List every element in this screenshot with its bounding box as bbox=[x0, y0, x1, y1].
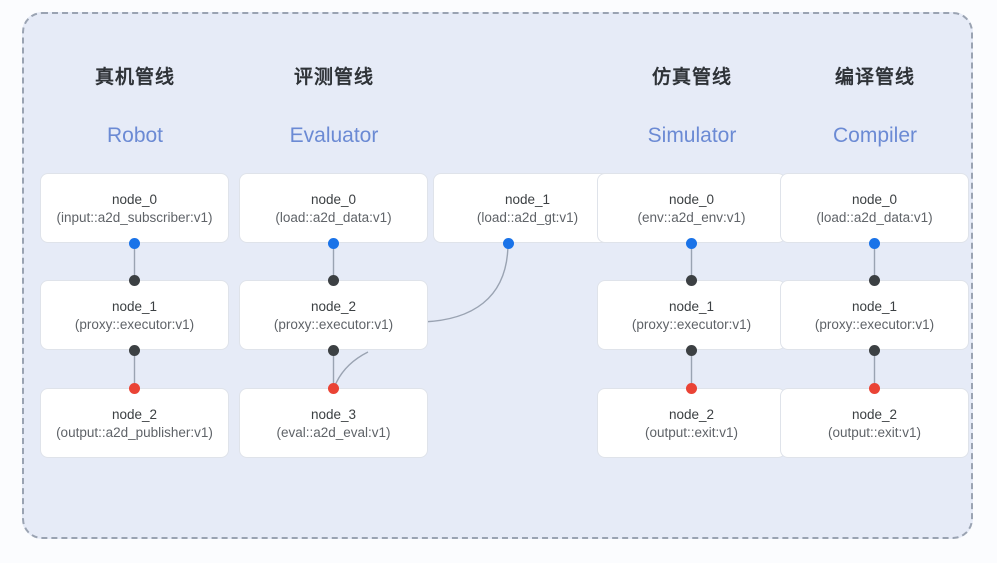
node-name: node_0 bbox=[851, 191, 898, 207]
node-name: node_1 bbox=[851, 298, 898, 314]
node-name: node_2 bbox=[310, 298, 357, 314]
port-dot-output-black bbox=[869, 344, 880, 356]
port-dot-output-blue bbox=[869, 237, 880, 249]
port-dot-input-black bbox=[129, 274, 140, 286]
node-robot-0[interactable]: node_0 (input::a2d_subscriber:v1) bbox=[40, 173, 229, 243]
node-name: node_1 bbox=[111, 298, 158, 314]
port-dot-output-black bbox=[686, 344, 697, 356]
node-evaluator-3[interactable]: node_3 (eval::a2d_eval:v1) bbox=[239, 388, 428, 458]
node-name: node_3 bbox=[310, 406, 357, 422]
port-dot-input-red bbox=[129, 382, 140, 394]
node-robot-1[interactable]: node_1 (proxy::executor:v1) bbox=[40, 280, 229, 350]
port-dot-output-blue bbox=[129, 237, 140, 249]
port-dot-input-red bbox=[869, 382, 880, 394]
column-title-cn-simulator: 仿真管线 bbox=[651, 67, 732, 88]
port-dot-output-blue bbox=[686, 237, 697, 249]
port-dot-output-black bbox=[328, 344, 339, 356]
node-evaluator-gt[interactable]: node_1 (load::a2d_gt:v1) bbox=[433, 173, 622, 243]
column-title-en-compiler: Compiler bbox=[832, 124, 918, 147]
node-name: node_2 bbox=[111, 406, 158, 422]
node-compiler-0[interactable]: node_0 (load::a2d_data:v1) bbox=[780, 173, 969, 243]
node-spec: (output::exit:v1) bbox=[827, 424, 922, 440]
port-dot-input-black bbox=[686, 274, 697, 286]
node-simulator-0[interactable]: node_0 (env::a2d_env:v1) bbox=[597, 173, 786, 243]
column-title-en-robot: Robot bbox=[106, 124, 164, 147]
pipeline-panel bbox=[22, 12, 973, 539]
node-evaluator-0[interactable]: node_0 (load::a2d_data:v1) bbox=[239, 173, 428, 243]
node-spec: (load::a2d_data:v1) bbox=[816, 209, 933, 225]
node-spec: (proxy::executor:v1) bbox=[74, 316, 195, 332]
node-spec: (output::a2d_publisher:v1) bbox=[56, 424, 213, 440]
node-spec: (load::a2d_data:v1) bbox=[275, 209, 392, 225]
node-spec: (eval::a2d_eval:v1) bbox=[276, 424, 391, 440]
node-evaluator-2[interactable]: node_2 (proxy::executor:v1) bbox=[239, 280, 428, 350]
node-name: node_1 bbox=[504, 191, 551, 207]
column-title-en-simulator: Simulator bbox=[647, 124, 737, 147]
node-spec: (proxy::executor:v1) bbox=[273, 316, 394, 332]
node-name: node_2 bbox=[668, 406, 715, 422]
port-dot-input-black bbox=[328, 274, 339, 286]
node-spec: (env::a2d_env:v1) bbox=[637, 209, 746, 225]
node-name: node_0 bbox=[668, 191, 715, 207]
column-title-cn-evaluator: 评测管线 bbox=[293, 67, 374, 88]
node-spec: (load::a2d_gt:v1) bbox=[476, 209, 579, 225]
node-spec: (output::exit:v1) bbox=[644, 424, 739, 440]
node-compiler-1[interactable]: node_1 (proxy::executor:v1) bbox=[780, 280, 969, 350]
node-spec: (input::a2d_subscriber:v1) bbox=[56, 209, 213, 225]
node-robot-2[interactable]: node_2 (output::a2d_publisher:v1) bbox=[40, 388, 229, 458]
node-compiler-2[interactable]: node_2 (output::exit:v1) bbox=[780, 388, 969, 458]
port-dot-input-black bbox=[869, 274, 880, 286]
node-simulator-1[interactable]: node_1 (proxy::executor:v1) bbox=[597, 280, 786, 350]
port-dot-input-red bbox=[328, 382, 339, 394]
column-title-en-evaluator: Evaluator bbox=[289, 124, 379, 147]
node-spec: (proxy::executor:v1) bbox=[814, 316, 935, 332]
port-dot-output-blue bbox=[328, 237, 339, 249]
port-dot-output-blue bbox=[503, 237, 514, 249]
column-title-cn-robot: 真机管线 bbox=[94, 67, 175, 88]
node-name: node_0 bbox=[111, 191, 158, 207]
node-simulator-2[interactable]: node_2 (output::exit:v1) bbox=[597, 388, 786, 458]
node-name: node_2 bbox=[851, 406, 898, 422]
column-title-cn-compiler: 编译管线 bbox=[834, 67, 915, 88]
node-name: node_0 bbox=[310, 191, 357, 207]
node-spec: (proxy::executor:v1) bbox=[631, 316, 752, 332]
port-dot-input-red bbox=[686, 382, 697, 394]
port-dot-output-black bbox=[129, 344, 140, 356]
node-name: node_1 bbox=[668, 298, 715, 314]
